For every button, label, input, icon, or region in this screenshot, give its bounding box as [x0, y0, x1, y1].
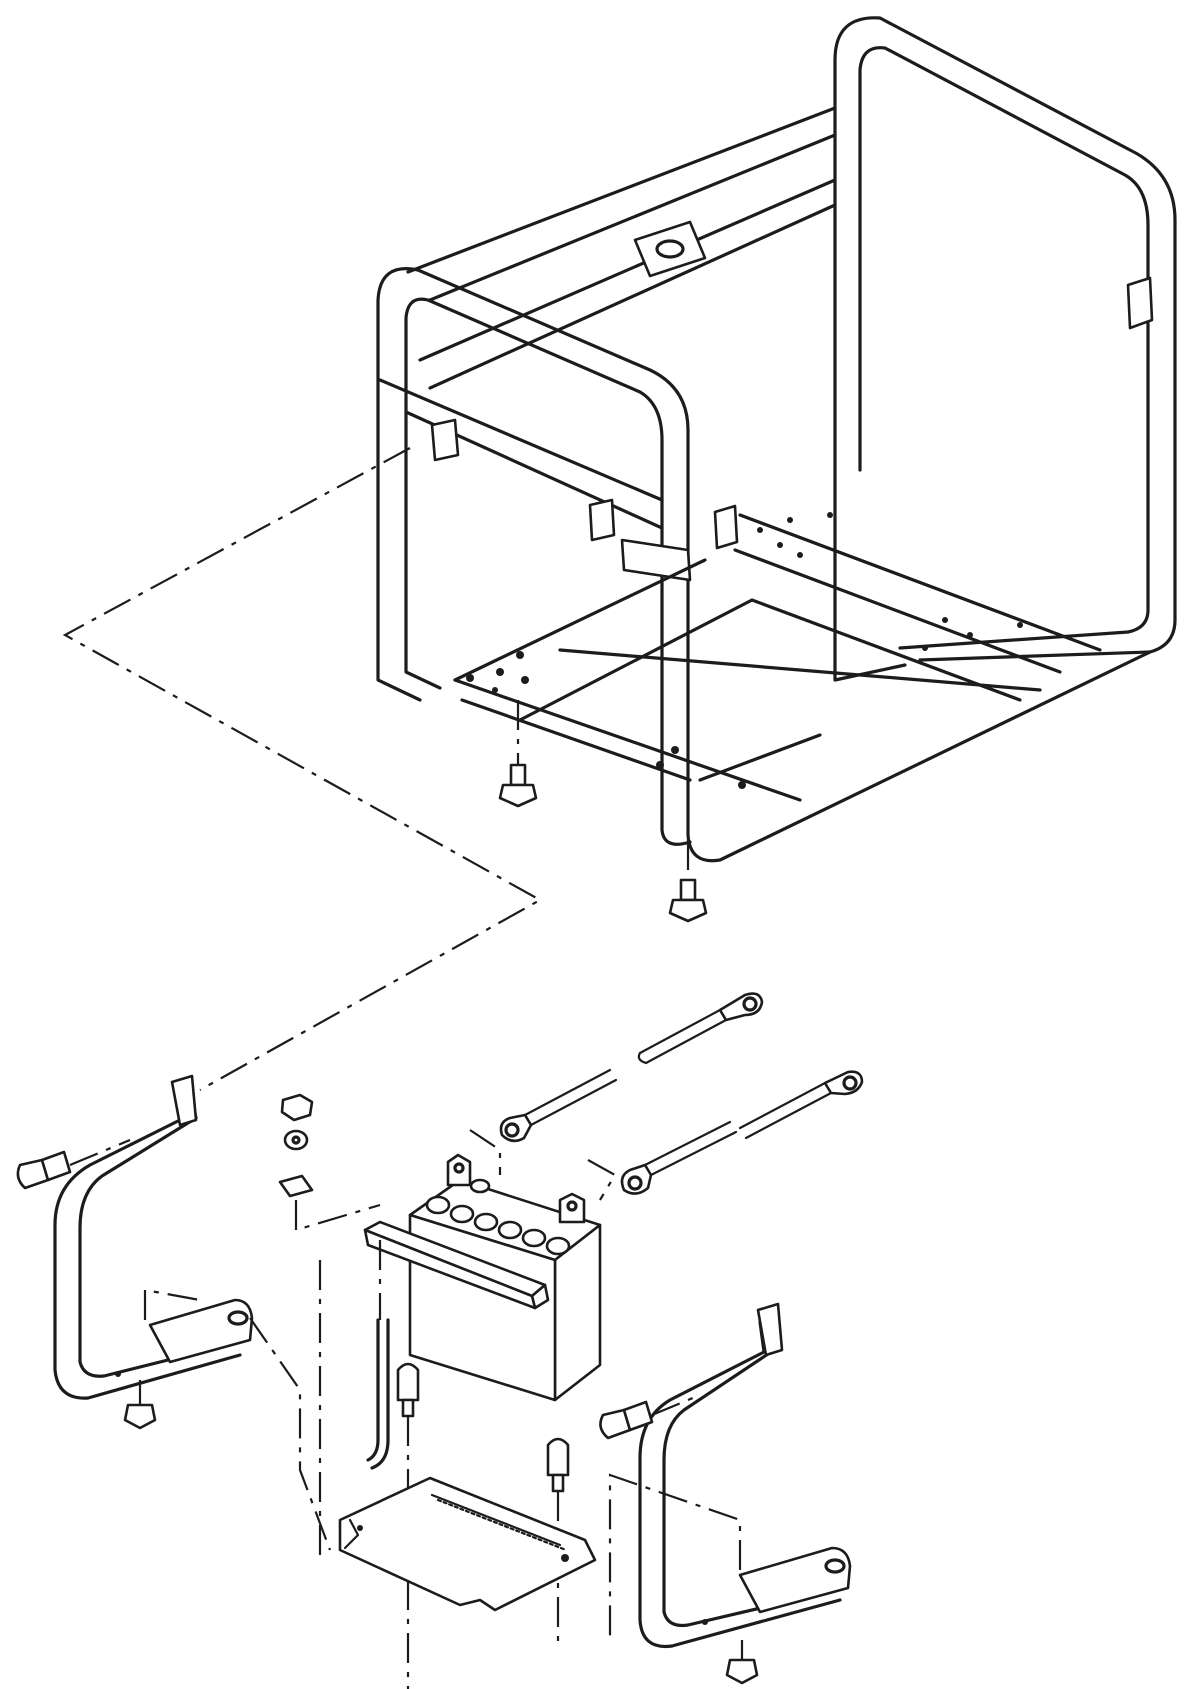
- battery-terminal-right: [558, 1192, 586, 1224]
- handle-right: [608, 1302, 852, 1649]
- frame-base-crossbar: [698, 733, 822, 782]
- battery-cable-negative: [620, 1070, 864, 1195]
- hold-down-rod: [366, 1240, 390, 1470]
- handle-right-top-tab: [756, 1302, 784, 1357]
- frame-rear-tab: [1126, 276, 1154, 330]
- nut-washer-stack: [278, 1093, 381, 1232]
- frame-mount-tab-2: [588, 498, 616, 542]
- frame-base-skid-rear-b: [733, 548, 1062, 674]
- handle-left-top-tab: [170, 1074, 198, 1127]
- handle-left-foot: [148, 1298, 254, 1364]
- frame-base-holes: [466, 512, 1023, 789]
- assembly-guide-outline: [62, 447, 543, 1091]
- frame-base-skid-left-b: [518, 598, 1022, 722]
- washer: [283, 1129, 309, 1151]
- battery-terminal-left: [446, 1153, 472, 1187]
- frame-bolt-2: [668, 840, 708, 923]
- handle-left: [53, 1074, 332, 1551]
- frame-base-skid-front-a: [453, 678, 802, 802]
- frame-mount-tab-3: [713, 504, 739, 550]
- battery-cell-caps: [425, 1178, 571, 1256]
- frame-mount-tab-1: [430, 418, 460, 462]
- frame-top-rail-b: [428, 133, 837, 302]
- frame-rear-loop-inner: [858, 46, 1150, 650]
- square-nut: [278, 1174, 314, 1198]
- battery-cable-positive: [499, 992, 764, 1143]
- frame-base-skid-rear: [738, 513, 1102, 652]
- frame-top-bracket-hole: [655, 239, 685, 259]
- frame-front-loop-inner: [404, 297, 692, 846]
- battery-tray: [318, 1260, 597, 1689]
- frame-rear-loop-outer: [833, 16, 1177, 682]
- battery-bolt-1: [396, 1362, 420, 1500]
- frame-top-rail-a: [406, 106, 837, 274]
- generator-frame: [376, 16, 1177, 863]
- frame-base-crossbar-b: [558, 648, 1042, 692]
- handle-right-foot: [738, 1546, 852, 1614]
- frame-bolt-1: [498, 700, 538, 808]
- frame-base-skid-front-b: [460, 698, 692, 782]
- frame-top-bracket: [633, 220, 707, 278]
- handle-left-nut: [123, 1380, 157, 1430]
- hex-nut: [280, 1093, 314, 1122]
- battery-hold-bar: [363, 1220, 550, 1310]
- frame-base-skid-left: [453, 558, 707, 682]
- frame-cross-brace-a: [418, 178, 837, 362]
- frame-mid-rail-a: [378, 378, 664, 502]
- handle-right-nut: [725, 1640, 759, 1685]
- handle-right-bolt: [599, 1393, 701, 1440]
- frame-center-plate: [620, 538, 692, 582]
- handle-left-bolt: [16, 1138, 131, 1190]
- frame-cross-brace-b: [428, 203, 837, 390]
- frame-front-loop-outer: [376, 267, 1152, 863]
